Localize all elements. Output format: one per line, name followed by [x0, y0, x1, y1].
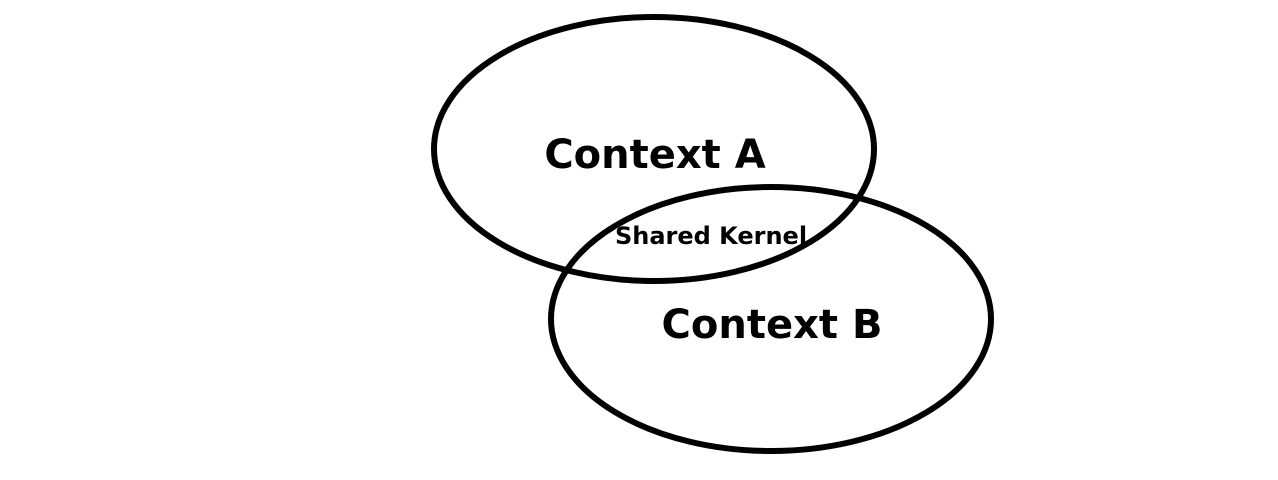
context-a-label: Context A [544, 132, 765, 178]
context-a-ellipse [431, 14, 877, 284]
context-b-label: Context B [662, 302, 883, 348]
context-b-ellipse [548, 184, 994, 454]
shared-kernel-label: Shared Kernel [615, 222, 807, 250]
